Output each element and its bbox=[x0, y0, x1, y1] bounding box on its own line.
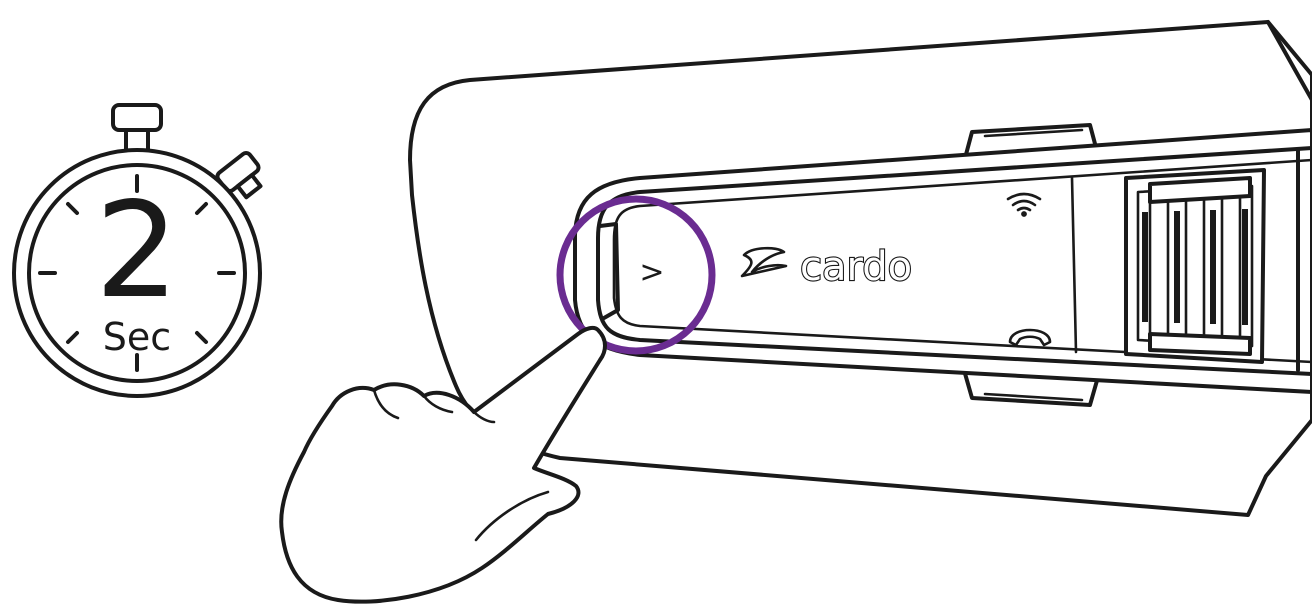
timer-unit-label: Sec bbox=[103, 315, 171, 359]
brand-logo: cardo bbox=[740, 243, 913, 291]
wireless-signal-icon bbox=[1006, 192, 1042, 217]
main-button[interactable]: > bbox=[598, 222, 665, 320]
phone-icon bbox=[1008, 328, 1052, 347]
brand-name: cardo bbox=[800, 244, 912, 290]
intercom-device: > cardo bbox=[408, 20, 1312, 517]
stopwatch-inner-ring bbox=[27, 163, 247, 383]
button-symbol: > bbox=[639, 255, 664, 290]
stopwatch: 2 Sec bbox=[12, 103, 263, 398]
control-panel-inner bbox=[596, 146, 1312, 376]
pointing-hand-icon bbox=[279, 325, 607, 604]
stopwatch-ticks bbox=[38, 174, 236, 372]
button-highlight-ring bbox=[556, 195, 716, 355]
brand-swoosh-icon bbox=[740, 246, 788, 278]
timer-digit: 2 bbox=[95, 174, 179, 328]
stopwatch-crown bbox=[111, 103, 163, 132]
jog-dial[interactable] bbox=[1124, 168, 1266, 364]
